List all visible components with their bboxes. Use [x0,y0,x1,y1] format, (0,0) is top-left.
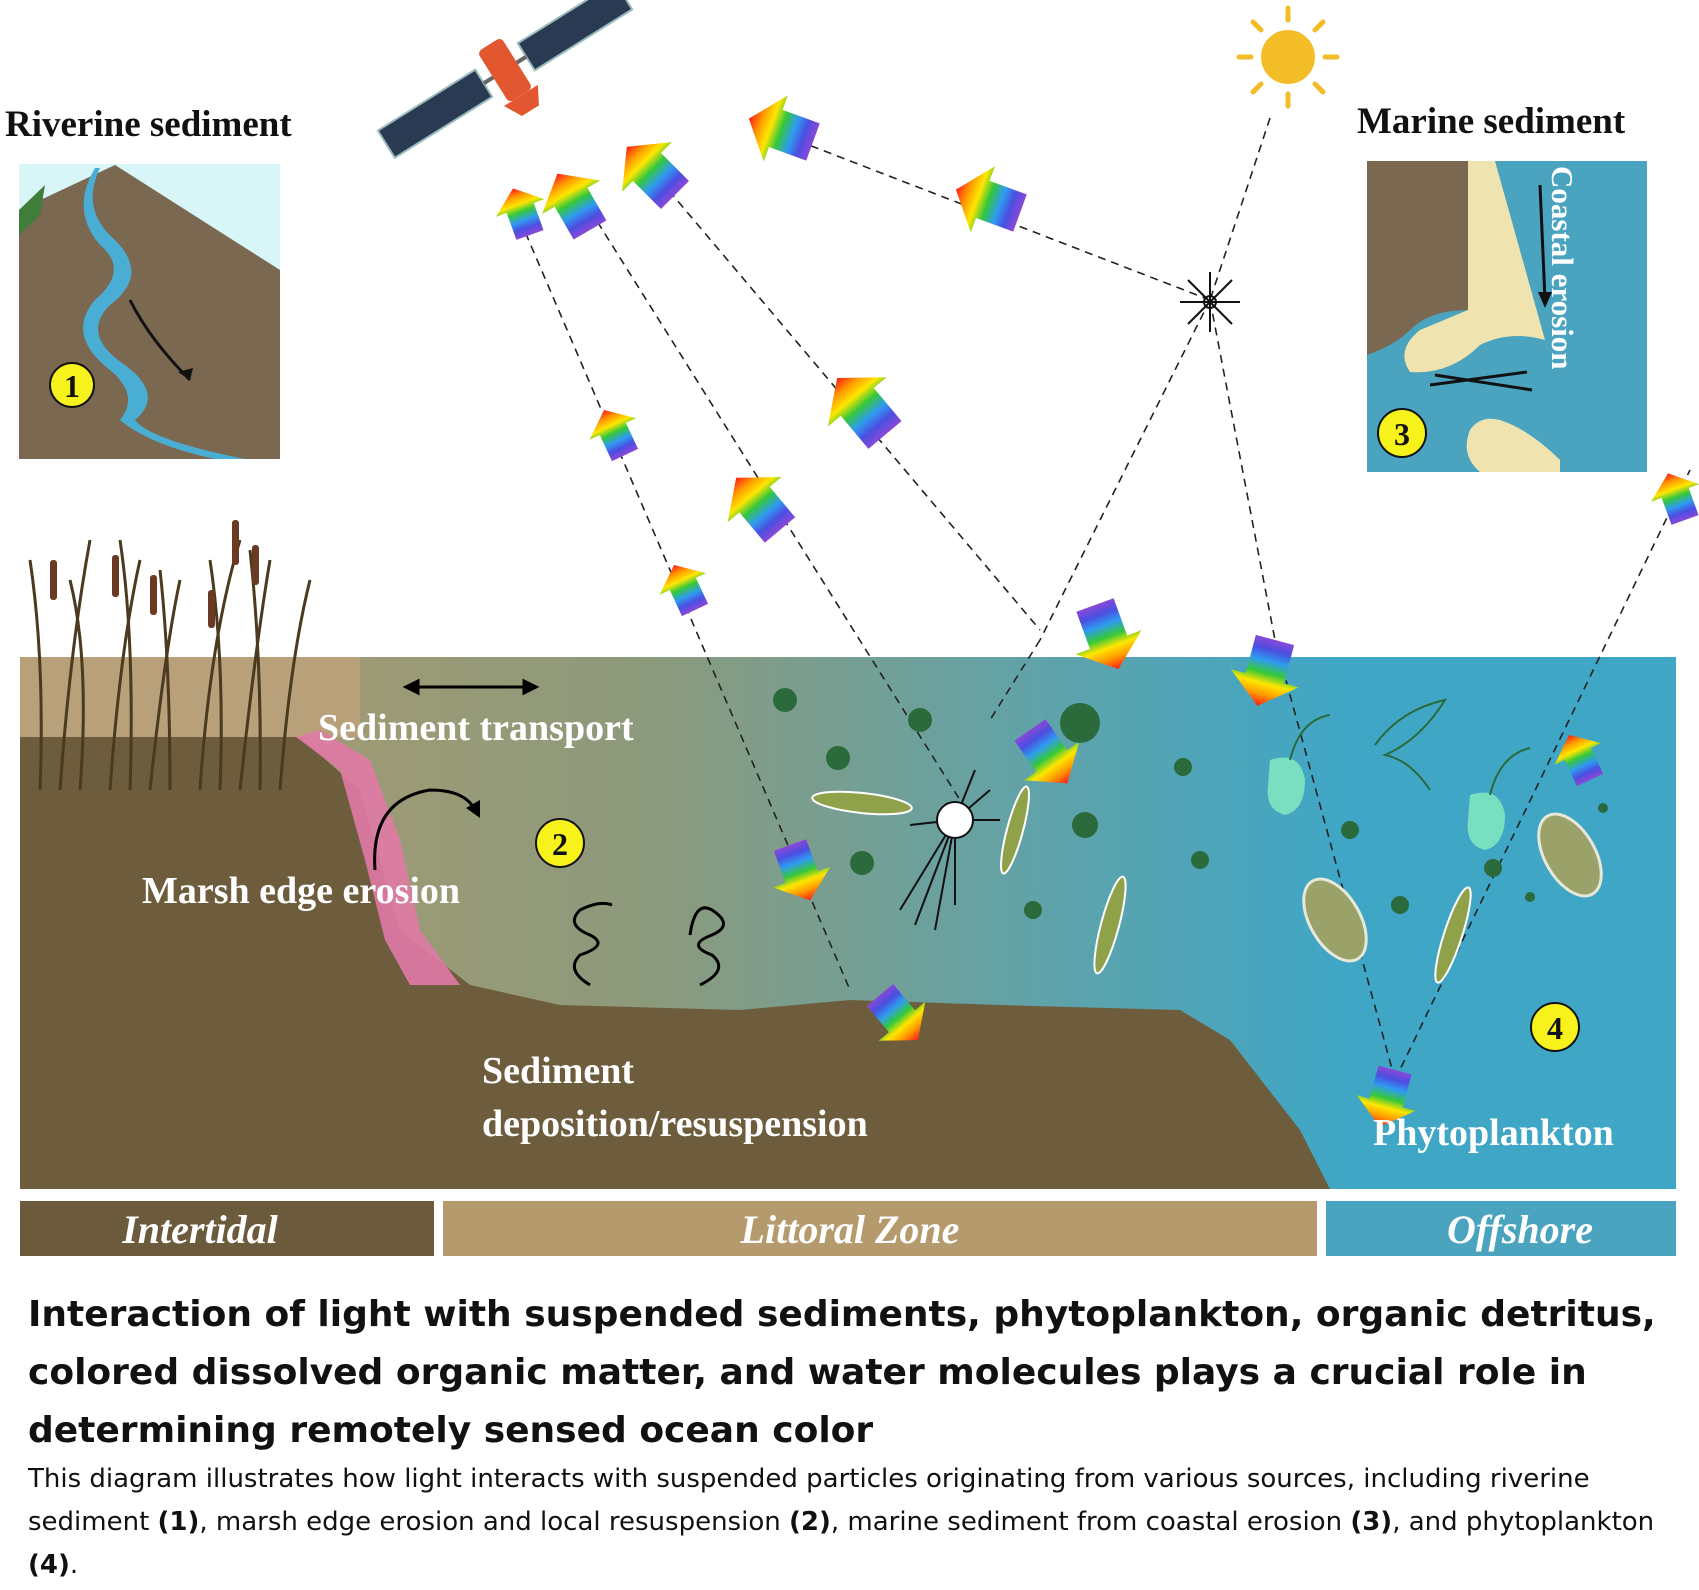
organic-detritus [811,785,1472,984]
zone-intertidal-label: Intertidal [121,1207,278,1252]
caption-body-text: This diagram illustrates how light inter… [28,1464,1590,1537]
caption-ref-1: (1) [157,1507,200,1537]
scatter-point-water [899,769,1000,931]
marker-1: 1 [49,362,95,408]
marine-sediment-title: Marine sediment [1357,101,1626,142]
svg-text:2: 2 [552,826,568,862]
light-arrow [943,156,1033,247]
caption-body-text: , marsh edge erosion and local resuspens… [199,1507,789,1537]
marine-inset: Coastal erosion [1367,161,1647,472]
caption-ref-4: (4) [28,1550,70,1580]
marker-3: 3 [1377,408,1427,458]
light-arrow [736,85,826,176]
caption-body-text: , marine sediment from coastal erosion [830,1507,1351,1537]
satellite-icon [376,0,634,160]
caption-title: Interaction of light with suspended sedi… [28,1294,1656,1451]
light-arrow [601,121,700,220]
coastal-erosion-label: Coastal erosion [1545,166,1580,370]
caption-body-text: , and phytoplankton [1392,1507,1655,1537]
marker-2: 2 [535,818,585,868]
sediment-deposition-label-1: Sediment [482,1050,634,1092]
svg-text:4: 4 [1547,1010,1563,1046]
light-arrow [650,554,719,621]
sediment-deposition-label-2: deposition/resuspension [482,1103,868,1145]
marsh-edge-erosion-label: Marsh edge erosion [142,870,460,912]
marsh-grass [28,539,312,791]
svg-text:3: 3 [1394,416,1410,452]
sun-icon [1236,5,1340,109]
seabed [20,737,1330,1189]
scatter-point-air [1180,272,1240,332]
zone-littoral-label: Littoral Zone [740,1207,960,1252]
light-arrow [709,455,807,553]
diatom-cells [1302,812,1603,963]
svg-text:1: 1 [64,368,80,404]
marsh-erosion-arrowhead [466,800,480,818]
caption-body-text: . [69,1550,79,1580]
caption-ref-3: (3) [1350,1507,1393,1537]
sediment-transport-label: Sediment transport [318,707,634,749]
phytoplankton-cells [1267,757,1505,850]
light-arrow [580,399,649,466]
caption-ref-2: (2) [788,1507,831,1537]
marsh-edge-erosion-face [296,730,460,985]
cattail-heads [50,520,259,628]
zone-littoral [443,1201,1317,1256]
sediment-transport-arrow [402,678,540,696]
phytoplankton-flagella [1289,698,1531,796]
riverine-sediment-title: Riverine sediment [5,104,292,145]
wetland-surface-band [20,657,360,737]
light-arrow [1643,464,1699,529]
zone-offshore-label: Offshore [1447,1207,1593,1252]
phytoplankton-label: Phytoplankton [1373,1112,1614,1154]
resuspension-swirl-icon [572,901,725,987]
riverine-inset [19,164,280,459]
marsh-erosion-arrow [373,788,477,871]
light-arrow [528,156,620,247]
zone-intertidal [20,1201,434,1256]
marker-4: 4 [1530,1002,1580,1052]
light-arrow [807,353,915,460]
zone-offshore [1326,1201,1676,1256]
caption-body: This diagram illustrates how light inter… [28,1458,1668,1587]
suspended-particles [773,688,1608,919]
